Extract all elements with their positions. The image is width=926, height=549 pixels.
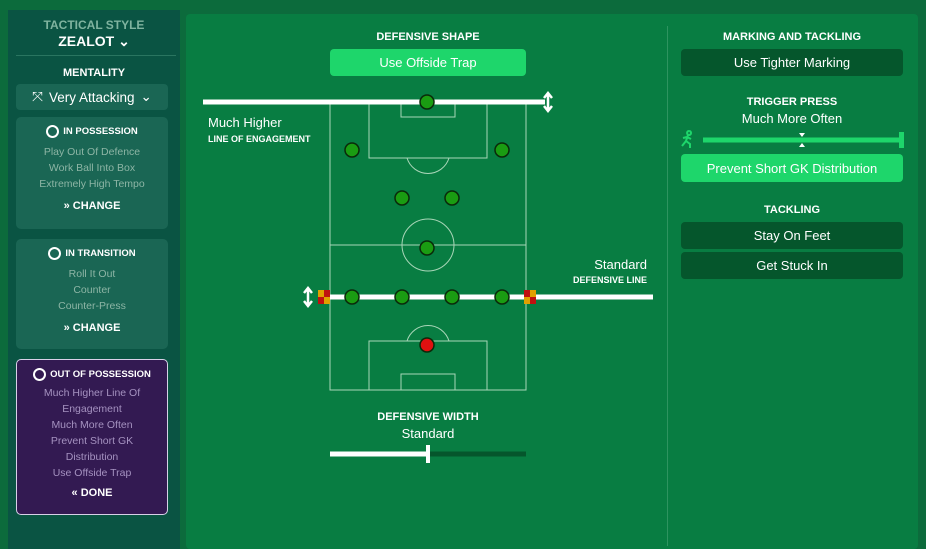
defensive-width-title: DEFENSIVE WIDTH xyxy=(377,411,479,423)
tighter-marking-button[interactable]: Use Tighter Marking xyxy=(681,49,903,76)
mentality-value: Very Attacking xyxy=(48,89,135,105)
player-right-winger xyxy=(494,142,510,158)
offside-trap-button[interactable]: Use Offside Trap xyxy=(330,49,526,76)
center-circle xyxy=(401,218,455,272)
engagement-value: Much Higher xyxy=(208,115,282,130)
running-player-icon xyxy=(681,130,693,148)
card-item: Distribution xyxy=(65,451,119,463)
get-stuck-in-button[interactable]: Get Stuck In xyxy=(681,252,903,279)
double-chevron-left-icon: « xyxy=(71,487,78,499)
trigger-press-value: Much More Often xyxy=(741,111,843,126)
width-slider-handle[interactable] xyxy=(426,445,430,463)
double-chevron-right-icon: » xyxy=(63,200,70,212)
vertical-drag-icon[interactable] xyxy=(543,90,553,114)
offside-flag-icon xyxy=(524,290,536,304)
engagement-label: LINE OF ENGAGEMENT xyxy=(208,134,311,144)
card-item: Engagement xyxy=(62,403,122,415)
trigger-press-title: TRIGGER PRESS xyxy=(746,96,838,108)
defensive-width-value: Standard xyxy=(401,426,455,441)
penalty-arc-bottom xyxy=(406,325,450,342)
sidebar: TACTICAL STYLE ZEALOT ⌄ MENTALITY ⤧ Very … xyxy=(8,10,180,549)
player-midfielder xyxy=(444,190,460,206)
press-slider-handle[interactable] xyxy=(899,132,904,148)
card-item: Extremely High Tempo xyxy=(39,178,145,190)
attack-arrows-icon: ⤧ xyxy=(32,89,43,104)
card-item: Counter-Press xyxy=(58,300,126,312)
tactical-style-label: TACTICAL STYLE xyxy=(43,18,145,32)
out-of-possession-card: OUT OF POSSESSION Much Higher Line Of En… xyxy=(16,359,168,515)
mentality-label: MENTALITY xyxy=(62,67,126,79)
change-label: CHANGE xyxy=(72,200,121,212)
player-midfielder xyxy=(394,190,410,206)
card-item: Work Ball Into Box xyxy=(48,162,136,174)
defence-icon xyxy=(33,368,47,381)
player-right-back xyxy=(494,289,510,305)
player-striker xyxy=(419,94,435,110)
player-left-winger xyxy=(344,142,360,158)
player-defensive-midfielder xyxy=(419,240,435,256)
in-possession-card: IN POSSESSION Play Out Of Defence Work B… xyxy=(16,117,168,229)
divider xyxy=(667,26,668,546)
card-item: Prevent Short GK xyxy=(50,435,134,447)
card-title: IN POSSESSION xyxy=(63,126,138,137)
card-title: IN TRANSITION xyxy=(65,248,136,259)
mentality-dropdown[interactable]: ⤧ Very Attacking ⌄ xyxy=(16,84,168,110)
chevron-down-icon: ⌄ xyxy=(118,33,130,49)
vertical-drag-icon[interactable] xyxy=(303,285,313,309)
card-item: Use Offside Trap xyxy=(52,467,132,479)
marking-title: MARKING AND TACKLING xyxy=(722,31,862,43)
divider xyxy=(16,55,176,56)
stay-on-feet-button[interactable]: Stay On Feet xyxy=(681,222,903,249)
tactical-style-dropdown[interactable]: ZEALOT ⌄ xyxy=(8,33,180,50)
penalty-arc-top xyxy=(406,157,450,174)
tackling-title: TACKLING xyxy=(763,204,820,216)
change-label: CHANGE xyxy=(72,322,121,334)
card-item: Much More Often xyxy=(51,419,133,431)
card-title: OUT OF POSSESSION xyxy=(50,369,151,380)
done-button[interactable]: « DONE xyxy=(17,487,167,499)
card-item: Much Higher Line Of xyxy=(43,387,141,399)
done-label: DONE xyxy=(80,487,113,499)
press-default-marker xyxy=(799,133,805,147)
defline-value: Standard xyxy=(594,257,647,272)
prevent-gk-distribution-button[interactable]: Prevent Short GK Distribution xyxy=(681,154,903,182)
offside-flag-icon xyxy=(318,290,330,304)
player-goalkeeper xyxy=(419,337,435,353)
defline-label: DEFENSIVE LINE xyxy=(572,275,647,285)
player-centre-back xyxy=(444,289,460,305)
double-chevron-right-icon: » xyxy=(63,322,70,334)
penalty-box-top xyxy=(368,101,488,159)
ball-icon xyxy=(46,125,60,138)
transition-icon xyxy=(48,247,62,260)
change-button[interactable]: » CHANGE xyxy=(16,322,168,334)
card-item: Play Out Of Defence xyxy=(43,146,141,158)
six-yard-box-bottom xyxy=(400,373,456,391)
defensive-shape-title: DEFENSIVE SHAPE xyxy=(376,31,480,43)
player-left-back xyxy=(344,289,360,305)
tactical-style-value: ZEALOT xyxy=(58,33,115,49)
player-centre-back xyxy=(394,289,410,305)
card-item: Counter xyxy=(73,284,111,296)
card-item: Roll It Out xyxy=(68,268,116,280)
change-button[interactable]: » CHANGE xyxy=(16,200,168,212)
in-transition-card: IN TRANSITION Roll It Out Counter Counte… xyxy=(16,239,168,349)
chevron-down-icon: ⌄ xyxy=(140,89,152,104)
